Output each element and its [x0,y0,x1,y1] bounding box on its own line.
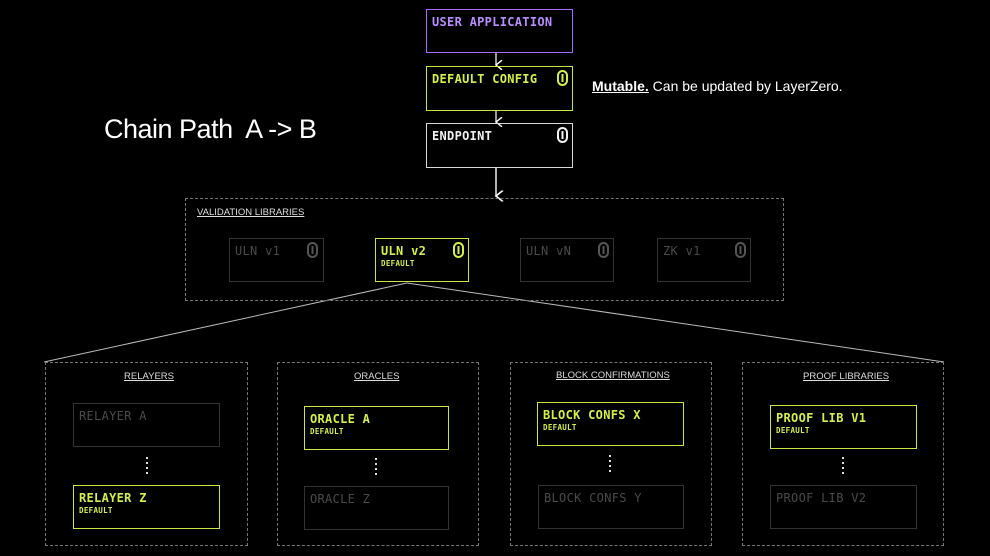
oracles-panel [277,362,479,546]
user-application-box[interactable]: USER APPLICATION [426,9,573,53]
endpoint-label: ENDPOINT [432,129,493,143]
lock-icon [598,242,609,258]
block-confirmations-panel [510,362,712,546]
validation-libraries-title: VALIDATION LIBRARIES [197,207,305,218]
validation-libraries-panel [185,198,784,301]
oracle-z-option[interactable]: ORACLE Z [304,486,449,530]
proof-libraries-title: PROOF LIBRARIES [803,371,890,382]
validation-lib-label: ULN vN [526,244,572,258]
block-confirmations-title: BLOCK CONFIRMATIONS [556,370,670,381]
lock-icon [307,242,318,258]
lock-icon [735,242,746,258]
lock-icon [453,242,464,258]
chain-path-title: Chain Path A -> B [104,114,317,144]
validation-lib-label: ULN v2 [381,244,427,258]
proof-lib-v1-option[interactable]: PROOF LIB V1 DEFAULT [770,405,917,449]
oracles-title: ORACLES [354,371,400,382]
option-label: BLOCK CONFS X [543,408,641,422]
default-tag: DEFAULT [310,427,344,436]
default-tag: DEFAULT [776,426,810,435]
ellipsis-vertical [146,457,149,477]
ellipsis-vertical [842,457,845,477]
option-label: ORACLE A [310,412,371,426]
oracle-a-option[interactable]: ORACLE A DEFAULT [304,406,449,450]
validation-lib-label: ZK v1 [663,244,701,258]
validation-lib-uln-v2[interactable]: ULN v2 DEFAULT [375,238,469,282]
option-label: RELAYER Z [79,491,147,505]
proof-lib-v2-option[interactable]: PROOF LIB V2 [770,485,917,529]
default-config-label: DEFAULT CONFIG [432,72,538,86]
block-confs-y-option[interactable]: BLOCK CONFS Y [538,485,684,529]
option-label: PROOF LIB V2 [776,491,867,505]
ellipsis-vertical [375,458,378,478]
fan-line-left [43,282,408,363]
validation-lib-uln-vn[interactable]: ULN vN [520,238,614,282]
mutable-note-strong: Mutable. [592,78,649,94]
block-confs-x-option[interactable]: BLOCK CONFS X DEFAULT [537,402,684,446]
validation-lib-label: ULN v1 [235,244,281,258]
default-config-box[interactable]: DEFAULT CONFIG [426,66,573,111]
mutable-note: Mutable. Can be updated by LayerZero. [592,78,843,94]
default-tag: DEFAULT [79,506,113,515]
proof-libraries-panel [742,362,944,546]
user-application-label: USER APPLICATION [432,15,553,29]
fan-line-right [406,282,945,363]
endpoint-box[interactable]: ENDPOINT [426,123,573,168]
option-label: RELAYER A [79,409,147,423]
default-tag: DEFAULT [543,423,577,432]
relayers-panel [45,362,248,546]
ellipsis-vertical [609,455,612,475]
mutable-note-text: Can be updated by LayerZero. [648,78,843,94]
relayers-title: RELAYERS [124,371,174,382]
lock-icon [557,70,568,86]
validation-lib-zk-v1[interactable]: ZK v1 [657,238,751,282]
option-label: BLOCK CONFS Y [544,491,642,505]
option-label: PROOF LIB V1 [776,411,867,425]
lock-icon [557,127,568,143]
default-tag: DEFAULT [381,259,415,268]
option-label: ORACLE Z [310,492,371,506]
relayer-z-option[interactable]: RELAYER Z DEFAULT [73,485,220,529]
validation-lib-uln-v1[interactable]: ULN v1 [229,238,324,282]
relayer-a-option[interactable]: RELAYER A [73,403,220,447]
